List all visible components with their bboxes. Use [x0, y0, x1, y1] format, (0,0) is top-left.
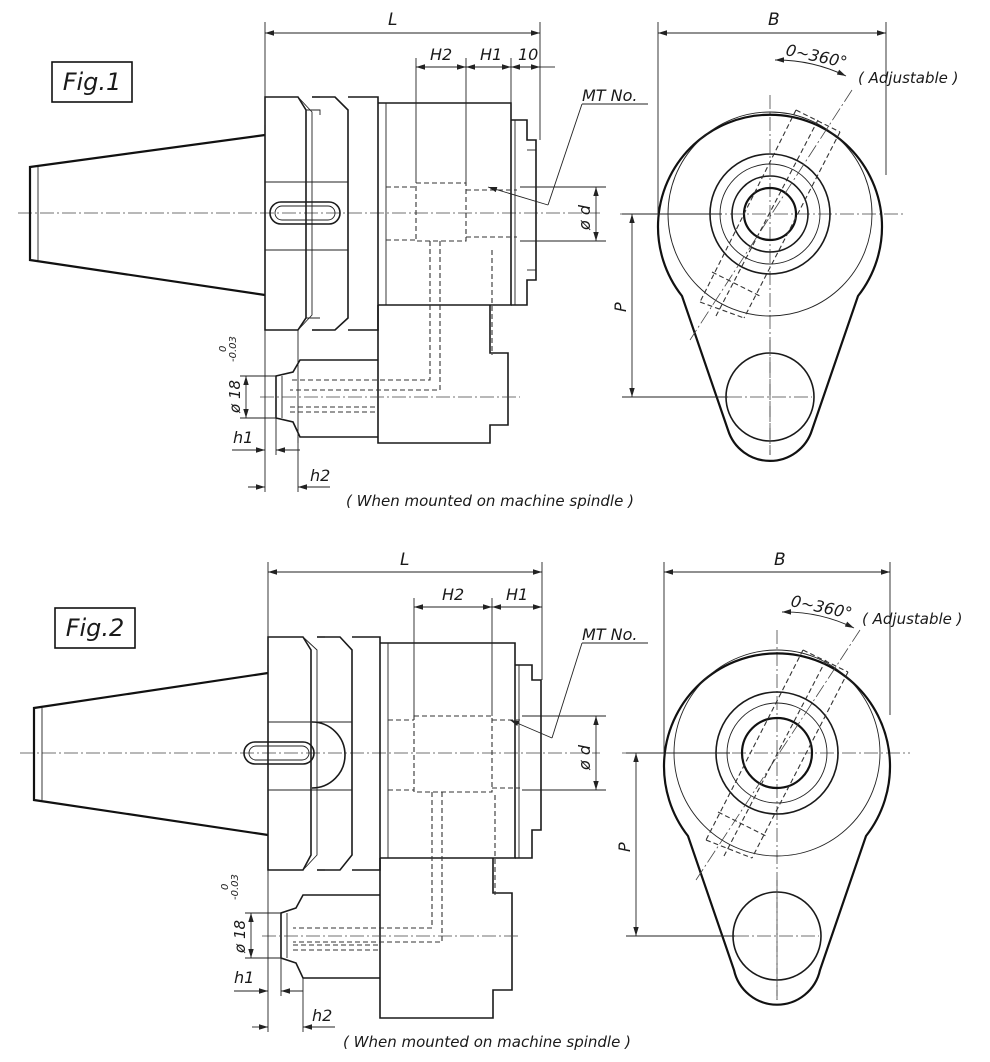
fig2-side-view — [20, 636, 600, 1019]
figure-2: Fig.2 — [20, 550, 963, 1051]
fig2-dim-P: P — [615, 842, 634, 852]
fig1-dim-10: 10 — [518, 45, 538, 64]
fig2-mt-no: MT No. — [582, 625, 638, 644]
fig1-label-box — [51, 61, 133, 103]
fig2-dim-L: L — [400, 550, 409, 570]
fig2-tol-upper: 0 — [220, 884, 231, 890]
fig1-dim-dia18: ø 18 — [226, 380, 244, 414]
fig1-title: Fig.1 — [63, 68, 122, 96]
fig1-adjustable: ( Adjustable ) — [858, 69, 959, 87]
fig2-dim-phi-d: ø d — [575, 744, 594, 771]
fig1-end-view: B 0~360° ( Adjustable ) P — [611, 10, 959, 462]
fig1-dim-P: P — [611, 302, 630, 312]
fig1-dim-L: L — [388, 10, 397, 30]
fig2-dim-H2: H2 — [442, 585, 464, 604]
fig1-side-view — [18, 96, 600, 444]
fig1-dimensions: L H2 H1 10 MT No. ø d ø — [218, 10, 648, 510]
fig1-mt-no: MT No. — [582, 86, 638, 105]
fig1-dim-H1: H1 — [480, 45, 502, 64]
fig2-dim-H1: H1 — [506, 585, 528, 604]
fig2-dim-B: B — [774, 550, 786, 570]
fig2-adjustable: ( Adjustable ) — [862, 610, 963, 628]
fig1-angle: 0~360° — [784, 40, 849, 72]
fig2-dim-h1: h1 — [234, 968, 254, 987]
fig1-dim-h1: h1 — [233, 428, 253, 447]
fig2-tol-lower: -0.03 — [230, 874, 241, 900]
fig2-dimensions: L H2 H1 MT No. ø d ø 18 0 -0.03 — [220, 550, 648, 1051]
fig1-tol-lower: -0.03 — [228, 336, 239, 362]
fig2-dim-dia18: ø 18 — [231, 920, 249, 954]
fig2-dim-h2: h2 — [312, 1006, 332, 1025]
fig1-dim-H2: H2 — [430, 45, 452, 64]
fig1-caption: ( When mounted on machine spindle ) — [346, 492, 634, 510]
fig1-dim-h2: h2 — [310, 466, 330, 485]
fig2-caption: ( When mounted on machine spindle ) — [343, 1033, 631, 1051]
figure-1: Fig.1 — [18, 10, 959, 510]
fig1-dim-phi-d: ø d — [575, 204, 594, 231]
fig2-angle: 0~360° — [789, 591, 854, 623]
fig1-tol-upper: 0 — [218, 346, 229, 352]
fig2-title: Fig.2 — [66, 614, 125, 642]
fig2-end-view: B 0~360° ( Adjustable ) P — [615, 550, 963, 1006]
fig1-dim-B: B — [768, 10, 780, 30]
fig2-label-box — [54, 607, 136, 649]
